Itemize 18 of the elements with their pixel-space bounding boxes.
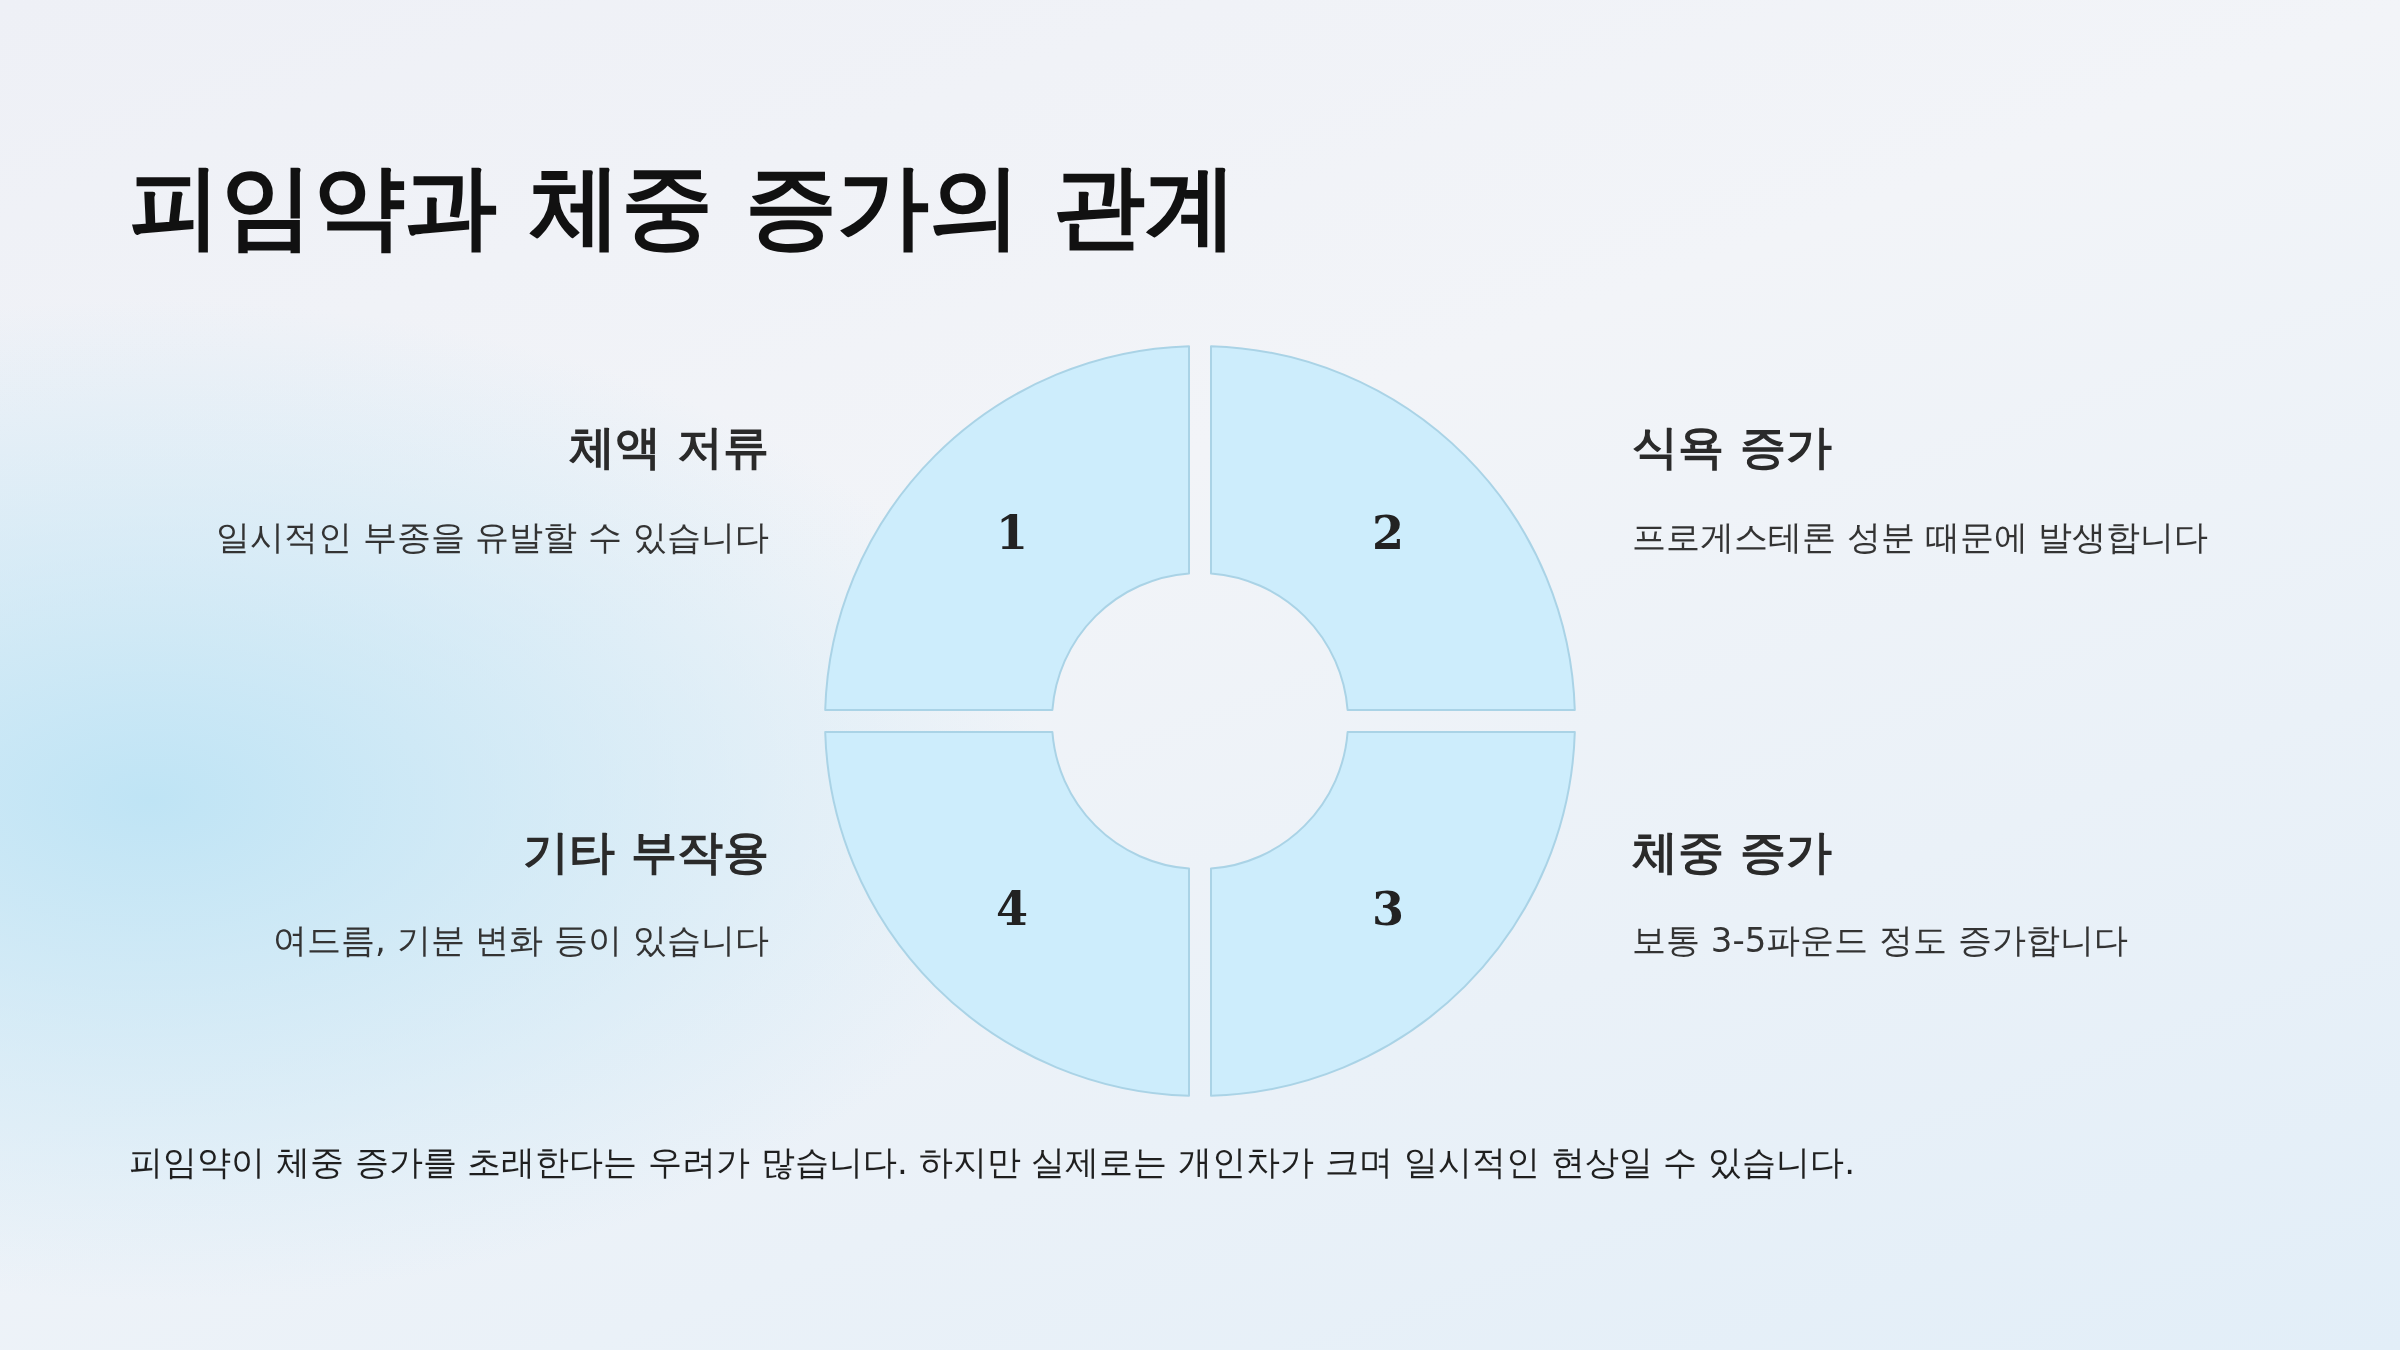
ring-segment (1211, 732, 1575, 1096)
item-description: 프로게스테론 성분 때문에 발생합니다 (1632, 516, 2209, 559)
item-description: 보통 3-5파운드 정도 증가합니다 (1632, 919, 2128, 962)
slide-title: 피임약과 체중 증가의 관계 (129, 152, 1238, 262)
ring-segment (825, 732, 1189, 1096)
caption-text: 피임약이 체중 증가를 초래한다는 우려가 많습니다. 하지만 실제로는 개인차가 크며 일시적인 현상일 수 있습니다. (129, 1141, 1856, 1184)
ring-segment (1211, 346, 1575, 710)
segment-number: 4 (995, 882, 1028, 937)
segment-number: 2 (1372, 505, 1405, 560)
item-heading: 체중 증가 (1632, 824, 1832, 881)
item-heading: 체액 저류 (569, 419, 769, 476)
segment-number: 1 (995, 505, 1028, 560)
item-description: 여드름, 기분 변화 등이 있습니다 (272, 919, 769, 962)
item-description: 일시적인 부종을 유발할 수 있습니다 (215, 516, 769, 559)
segment-number: 3 (1372, 882, 1405, 937)
item-heading: 식욕 증가 (1632, 419, 1832, 476)
ring-segment (825, 346, 1189, 710)
item-heading: 기타 부작용 (523, 824, 769, 881)
